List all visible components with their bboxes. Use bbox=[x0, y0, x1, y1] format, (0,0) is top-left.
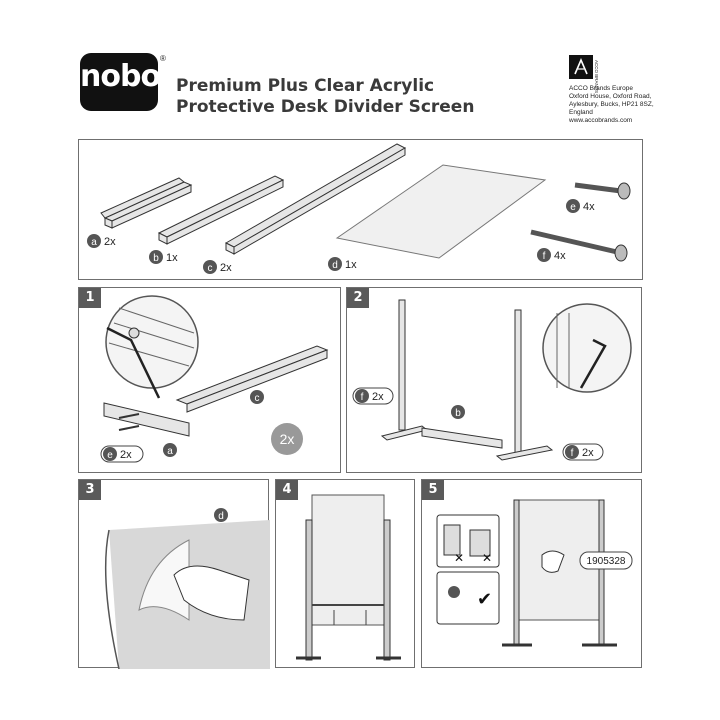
part-a-qty: 2x bbox=[104, 236, 116, 248]
address-line: Oxford House, Oxford Road, bbox=[569, 93, 652, 100]
step-2-panel: f 2x b f 2x 2 bbox=[346, 287, 642, 473]
part-e-letter: e bbox=[570, 202, 576, 213]
address-line: ACCO Brands Europe bbox=[569, 85, 633, 92]
part-f-qty: 4x bbox=[554, 250, 566, 262]
part-b-qty: 1x bbox=[166, 252, 178, 264]
part-e-qty: 4x bbox=[583, 201, 595, 213]
step-2-badge: 2 bbox=[347, 288, 369, 308]
step2-label-f-left: f bbox=[361, 392, 364, 403]
checkmark-icon: ✔ bbox=[477, 589, 492, 609]
step1-label-e: e bbox=[107, 450, 113, 461]
part-c-bar bbox=[224, 143, 407, 255]
part-f-bolt bbox=[530, 229, 628, 262]
company-address: ACCO Brands Europe Oxford House, Oxford … bbox=[569, 85, 654, 125]
detail-zoom-circle bbox=[105, 295, 199, 389]
acco-logo-icon bbox=[574, 57, 588, 75]
step-1-panel: c a e 2x 2x 1 bbox=[78, 287, 341, 473]
brand-mark-text: ACCO BRANDS bbox=[594, 60, 599, 94]
product-code-badge bbox=[579, 551, 633, 570]
document-title: Premium Plus Clear Acrylic Protective De… bbox=[176, 76, 474, 118]
address-line: Aylesbury, Bucks, HP21 8SZ, bbox=[569, 101, 654, 108]
part-d-qty: 1x bbox=[345, 259, 357, 271]
step-5-badge: 5 bbox=[422, 480, 444, 500]
right-foot bbox=[495, 445, 554, 461]
hand-illustration bbox=[173, 565, 250, 621]
spray-bottle-icon bbox=[443, 524, 461, 556]
prohibited-icon: ✕ bbox=[482, 551, 492, 565]
step-2-illustration: f 2x b f 2x bbox=[352, 299, 632, 461]
step-3-illustration: d bbox=[104, 508, 270, 669]
step-5-panel: ✕ ✕ ✔ 1905328 5 bbox=[421, 479, 642, 668]
parts-illustration: a 2x b 1x c 2x d 1x e 4x f 4x bbox=[87, 143, 631, 274]
step-3-panel: d 3 bbox=[78, 479, 270, 669]
peeling-film bbox=[138, 539, 190, 621]
part-b-bar bbox=[157, 175, 285, 245]
hex-key-tool bbox=[579, 338, 607, 389]
soap-water-box bbox=[436, 571, 500, 625]
step-5-illustration: ✕ ✕ ✔ 1905328 bbox=[436, 499, 633, 647]
nobo-logo: nobo bbox=[80, 53, 161, 111]
step3-label-d: d bbox=[218, 511, 224, 522]
left-upright bbox=[513, 499, 520, 646]
step-4-panel: 4 bbox=[275, 479, 415, 668]
part-b-letter: b bbox=[153, 253, 159, 264]
step2-label-b: b bbox=[455, 408, 461, 419]
address-line: www.accobrands.com bbox=[569, 117, 633, 124]
bar-b bbox=[421, 427, 503, 449]
part-e-bolt bbox=[574, 182, 631, 200]
product-code: 1905328 bbox=[587, 556, 626, 567]
step2-label-f-right-qty: 2x bbox=[582, 447, 594, 459]
step-4-illustration bbox=[296, 494, 401, 661]
parts-list-panel: a 2x b 1x c 2x d 1x e 4x f 4x bbox=[78, 139, 643, 280]
part-f-letter: f bbox=[543, 251, 546, 262]
right-upright bbox=[598, 499, 605, 646]
acco-brand-mark bbox=[569, 55, 593, 79]
title-line-2: Protective Desk Divider Screen bbox=[176, 97, 475, 117]
cleaning-cloth-icon bbox=[541, 550, 565, 573]
step1-bar-a bbox=[103, 402, 190, 437]
tap-icon bbox=[448, 586, 460, 598]
prohibited-icon: ✕ bbox=[454, 551, 464, 565]
step1-label-e-qty: 2x bbox=[120, 449, 132, 461]
right-upright bbox=[514, 309, 522, 456]
detergent-icon bbox=[469, 529, 491, 557]
step2-label-f-right: f bbox=[571, 448, 574, 459]
step1-bar-c bbox=[175, 345, 329, 413]
title-line-1: Premium Plus Clear Acrylic bbox=[176, 76, 435, 96]
step-1-illustration: c a e 2x 2x bbox=[100, 295, 329, 463]
acrylic-screen bbox=[311, 494, 385, 626]
registered-mark: ® bbox=[160, 54, 166, 63]
step-1-badge: 1 bbox=[79, 288, 101, 308]
part-d-letter: d bbox=[332, 260, 338, 271]
address-line: England bbox=[569, 109, 593, 116]
hex-key-tool bbox=[106, 326, 161, 399]
step2-label-f-left-qty: 2x bbox=[372, 391, 384, 403]
right-upright bbox=[383, 519, 391, 661]
part-a-bars bbox=[100, 177, 193, 229]
step-4-badge: 4 bbox=[276, 480, 298, 500]
step1-multiplier: 2x bbox=[280, 431, 295, 447]
part-d-sheet bbox=[335, 164, 547, 259]
part-c-qty: 2x bbox=[220, 262, 232, 274]
detail-zoom-circle bbox=[542, 303, 632, 393]
left-upright bbox=[305, 519, 313, 661]
step-3-badge: 3 bbox=[79, 480, 101, 500]
part-a-letter: a bbox=[91, 237, 97, 248]
part-c-letter: c bbox=[208, 263, 213, 274]
left-upright bbox=[398, 299, 406, 431]
step1-label-a: a bbox=[167, 446, 173, 457]
step1-label-c: c bbox=[255, 393, 260, 404]
